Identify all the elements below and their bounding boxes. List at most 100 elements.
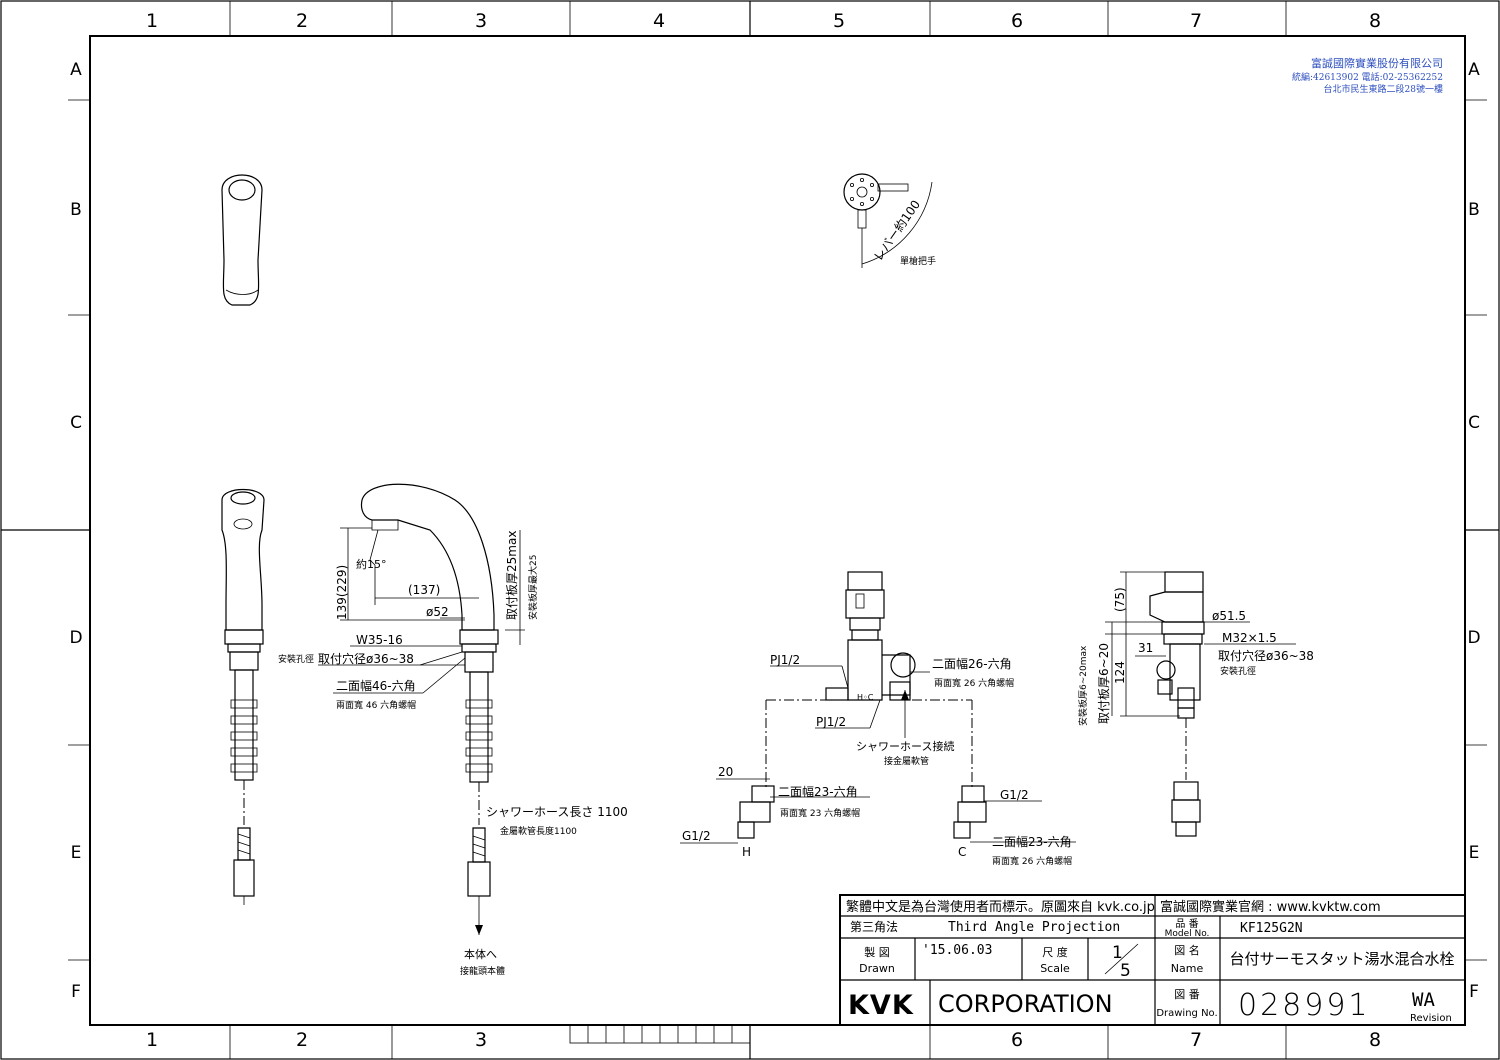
scale-label-en: Scale <box>1040 962 1070 975</box>
dimension-124: 124 <box>1113 661 1127 684</box>
cold-hex-dimension: 二面幅23-六角 <box>992 834 1072 849</box>
drawn-label-jp: 製 図 <box>864 945 890 959</box>
hole-dimension: 取付穴径ø36~38 <box>318 651 414 666</box>
dimension-75: (75) <box>1113 587 1127 612</box>
drawing-label-en: Drawing No. <box>1156 1008 1217 1019</box>
lever-length-dimension: レバー約100 <box>870 197 923 264</box>
column-labels-bottom: 1 2 3 6 7 8 <box>146 1029 1381 1051</box>
plate-thickness-range-note: 安裝板厚6~20max <box>1077 645 1089 726</box>
pj-top-label: PJ1/2 <box>770 653 800 667</box>
valve-side-view <box>1105 571 1296 837</box>
scale-numerator: 1 <box>1112 943 1123 963</box>
valve-view-labels: PJ1/2 PJ1/2 二面幅26-六角 兩面寬 26 六角螺帽 シャワーホース… <box>682 653 1072 867</box>
model-number: KF125G2N <box>1240 921 1303 936</box>
revision-label: Revision <box>1410 1013 1452 1024</box>
cold-thread: G1/2 <box>1000 788 1029 802</box>
hose-length: シャワーホース長さ 1100 <box>486 805 628 819</box>
col-label-2: 2 <box>296 10 308 32</box>
col-label-7: 7 <box>1190 1029 1202 1051</box>
hole-note-small: 安裝孔徑 <box>278 653 314 665</box>
title-block <box>839 894 1466 1026</box>
hot-hex-dimension: 二面幅23-六角 <box>778 784 858 799</box>
shower-connection-label: シャワーホース接続 <box>856 739 954 753</box>
company-logo: KVK <box>848 990 914 1021</box>
col-label-3: 3 <box>475 1029 487 1051</box>
pj-bottom-label: PJ1/2 <box>816 715 846 729</box>
row-label-b: B <box>1468 200 1480 220</box>
stamp-address: 台北市民生東路二段28號一樓 <box>1324 83 1443 95</box>
col-label-1: 1 <box>146 10 158 32</box>
row-label-d: D <box>69 628 82 648</box>
col-label-1: 1 <box>146 1029 158 1051</box>
drawn-label-en: Drawn <box>859 962 895 975</box>
plate-thickness-note: 安裝板厚最大25 <box>527 555 539 620</box>
valve-body-view: H◦C <box>680 571 1076 844</box>
thread-dimension: W35-16 <box>356 633 403 647</box>
drawing-number: 028991 <box>1238 988 1371 1023</box>
side-view-labels: 139(229) 約15° (137) ø52 取付板厚25max 安裝板厚最大… <box>278 531 628 977</box>
hot-thread: G1/2 <box>682 829 711 843</box>
scale-label-jp: 尺 度 <box>1042 945 1068 959</box>
hot-dimension-20: 20 <box>718 765 733 779</box>
row-label-e: E <box>1469 843 1480 863</box>
col-label-8: 8 <box>1369 1029 1381 1051</box>
name-label-jp: 図 名 <box>1174 943 1200 957</box>
valve-side-view-labels: (75) ø51.5 M32×1.5 取付穴径ø36~38 安裝孔徑 31 12… <box>1077 587 1314 726</box>
row-label-e: E <box>71 843 82 863</box>
faucet-side-view <box>318 483 525 935</box>
reach-dimension: (137) <box>408 583 440 597</box>
col-label-7: 7 <box>1190 10 1202 32</box>
model-label-jp: 品 番 <box>1175 918 1198 930</box>
front-view-top <box>221 174 263 306</box>
website-text: 富誠國際實業官網 : www.kvktw.com <box>1160 899 1381 915</box>
spout-diameter: ø52 <box>426 605 449 619</box>
cold-label: C <box>958 845 966 859</box>
cold-hex-note: 兩面寬 26 六角螺帽 <box>992 855 1072 867</box>
revision-code: WA <box>1412 989 1435 1011</box>
projection-en: Third Angle Projection <box>948 920 1120 935</box>
hot-label: H <box>742 845 751 859</box>
row-label-f: F <box>71 982 81 1002</box>
row-label-a: A <box>70 60 82 80</box>
col-label-6: 6 <box>1011 1029 1023 1051</box>
company-suffix: CORPORATION <box>938 990 1113 1018</box>
row-label-a: A <box>1468 60 1480 80</box>
to-body-note: 接龍頭本體 <box>460 965 505 977</box>
to-body-label: 本体へ <box>464 947 497 961</box>
title-block-text: 繁體中文是為台灣使用者而標示。原圖來自 kvk.co.jp 富誠國際實業官網 :… <box>846 899 1455 1024</box>
projection-jp: 第三角法 <box>850 920 898 934</box>
plate-thickness-range: 取付板厚6~20 <box>1097 643 1111 724</box>
hex-nut-dimension: 二面幅46-六角 <box>336 678 416 693</box>
row-label-b: B <box>70 200 82 220</box>
col-label-6: 6 <box>1011 10 1023 32</box>
col-label-3: 3 <box>475 10 487 32</box>
shower-connection-note: 接金屬軟管 <box>884 755 929 767</box>
row-label-c: C <box>70 413 82 433</box>
hot-hex-note: 兩面寬 23 六角螺帽 <box>780 807 860 819</box>
svg-text:H◦C: H◦C <box>857 693 874 702</box>
mount-hole-dimension: 取付穴径ø36~38 <box>1218 648 1314 663</box>
height-dimension: 139(229) <box>335 565 349 620</box>
stamp-ids: 統編:42613902 電話:02-25362252 <box>1292 71 1443 83</box>
model-label-en: Model No. <box>1165 929 1210 939</box>
row-label-d: D <box>1467 628 1480 648</box>
name-label-en: Name <box>1171 962 1204 975</box>
row-labels-left: A B C D E F <box>69 60 82 1002</box>
drawing-label-jp: 図 番 <box>1174 988 1200 1001</box>
hex-nut-note: 兩面寬 46 六角螺帽 <box>336 699 416 711</box>
hex26-note: 兩面寬 26 六角螺帽 <box>934 677 1014 689</box>
dimension-31: 31 <box>1138 641 1153 655</box>
row-labels-right: A B C D E F <box>1467 60 1480 1002</box>
col-label-4: 4 <box>653 10 665 32</box>
drawn-date: '15.06.03 <box>922 943 992 958</box>
col-label-2: 2 <box>296 1029 308 1051</box>
scale-denominator: 5 <box>1120 961 1131 981</box>
hose-length-note: 金屬軟管長度1100 <box>500 825 577 837</box>
angle-dimension: 約15° <box>356 557 387 571</box>
body-diameter: ø51.5 <box>1212 609 1246 623</box>
stamp-company-name: 富誠國際實業股份有限公司 <box>1311 56 1443 70</box>
plate-thickness-dimension: 取付板厚25max <box>505 531 519 620</box>
col-label-8: 8 <box>1369 10 1381 32</box>
